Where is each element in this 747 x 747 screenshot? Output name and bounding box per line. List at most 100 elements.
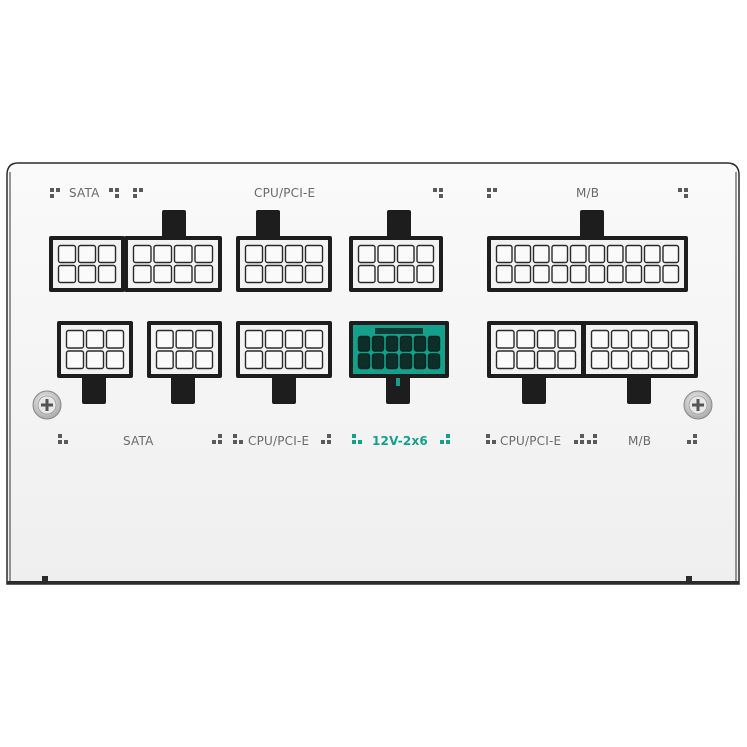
pin xyxy=(606,244,624,264)
label-bottom-cpu-pcie-right: CPU/PCI-E xyxy=(500,434,562,448)
pin xyxy=(610,329,630,349)
pin xyxy=(399,353,413,370)
pin xyxy=(643,264,661,284)
pin xyxy=(132,244,152,264)
pin xyxy=(385,353,399,370)
pin xyxy=(610,350,630,370)
pin xyxy=(625,244,643,264)
pin xyxy=(650,329,670,349)
pin xyxy=(650,350,670,370)
pin xyxy=(153,244,173,264)
pin xyxy=(132,264,152,284)
connector-sata-bottom-1[interactable] xyxy=(57,321,133,404)
pin xyxy=(516,329,536,349)
connector-cpu-pcie-bottom-2[interactable] xyxy=(487,321,585,404)
pin xyxy=(175,350,194,370)
pin xyxy=(195,329,214,349)
pin xyxy=(427,353,441,370)
pin xyxy=(155,350,174,370)
pin xyxy=(304,264,324,284)
pin xyxy=(495,329,515,349)
label-bottom-cpu-pcie-left: CPU/PCI-E xyxy=(248,434,310,448)
pin xyxy=(284,244,304,264)
label-12v-2x6: 12V-2x6 xyxy=(372,434,428,448)
pin xyxy=(304,350,324,370)
sense-pins xyxy=(375,328,423,334)
pin xyxy=(264,244,284,264)
pin xyxy=(175,329,194,349)
label-bottom-mb: M/B xyxy=(628,434,652,448)
pin xyxy=(377,264,396,284)
pin xyxy=(65,350,85,370)
connector-cpu-pcie-top-1[interactable] xyxy=(236,210,332,292)
pin xyxy=(304,329,324,349)
pin xyxy=(590,329,610,349)
pin xyxy=(153,264,173,284)
corner-notch-left xyxy=(42,576,48,581)
pin xyxy=(532,264,550,284)
connector-cpu-pcie-top-2[interactable] xyxy=(349,210,443,292)
pin xyxy=(413,335,427,352)
label-top-mb: M/B xyxy=(576,186,600,200)
pin xyxy=(377,244,396,264)
pin xyxy=(264,329,284,349)
pin xyxy=(396,264,415,284)
pin xyxy=(662,244,680,264)
pin xyxy=(532,244,550,264)
connector-sata-top-2[interactable] xyxy=(124,210,222,292)
connector-mb-bottom[interactable] xyxy=(582,321,698,404)
pin xyxy=(357,335,371,352)
pin xyxy=(85,350,105,370)
screw-icon-left xyxy=(32,390,62,420)
pin xyxy=(57,264,77,284)
pin xyxy=(244,329,264,349)
pin xyxy=(569,264,587,284)
connector-mb-top[interactable] xyxy=(487,210,688,292)
pin xyxy=(155,329,174,349)
pin xyxy=(284,350,304,370)
pin xyxy=(588,264,606,284)
pin xyxy=(105,329,125,349)
pin xyxy=(625,264,643,284)
marker-dots xyxy=(50,188,697,444)
pin xyxy=(590,350,610,370)
pin xyxy=(371,335,385,352)
screw-icon-right xyxy=(683,390,713,420)
pin xyxy=(662,264,680,284)
pin xyxy=(630,350,650,370)
pin xyxy=(588,244,606,264)
connector-cpu-pcie-bottom[interactable] xyxy=(236,321,332,404)
pin xyxy=(557,329,577,349)
pin xyxy=(416,244,435,264)
pin xyxy=(606,264,624,284)
connector-sata-top-1[interactable] xyxy=(49,236,125,292)
pin xyxy=(536,350,556,370)
pin xyxy=(670,329,690,349)
pin xyxy=(385,335,399,352)
pin xyxy=(557,350,577,370)
pin xyxy=(97,264,117,284)
pin xyxy=(569,244,587,264)
pin xyxy=(516,350,536,370)
pin xyxy=(551,244,569,264)
pin xyxy=(396,244,415,264)
label-top-cpu-pcie: CPU/PCI-E xyxy=(254,186,316,200)
pin xyxy=(97,244,117,264)
pin xyxy=(173,244,193,264)
pin xyxy=(264,350,284,370)
connector-sata-bottom-2[interactable] xyxy=(147,321,222,404)
pin xyxy=(399,335,413,352)
pin xyxy=(105,350,125,370)
pin xyxy=(643,244,661,264)
pin xyxy=(495,264,513,284)
pin xyxy=(244,244,264,264)
pin xyxy=(630,329,650,349)
pin xyxy=(495,350,515,370)
pin xyxy=(670,350,690,370)
pin xyxy=(284,264,304,284)
connector-12v-2x6[interactable] xyxy=(349,321,449,404)
panel-bottom-lip xyxy=(7,581,739,584)
pin xyxy=(244,264,264,284)
pin xyxy=(77,244,97,264)
